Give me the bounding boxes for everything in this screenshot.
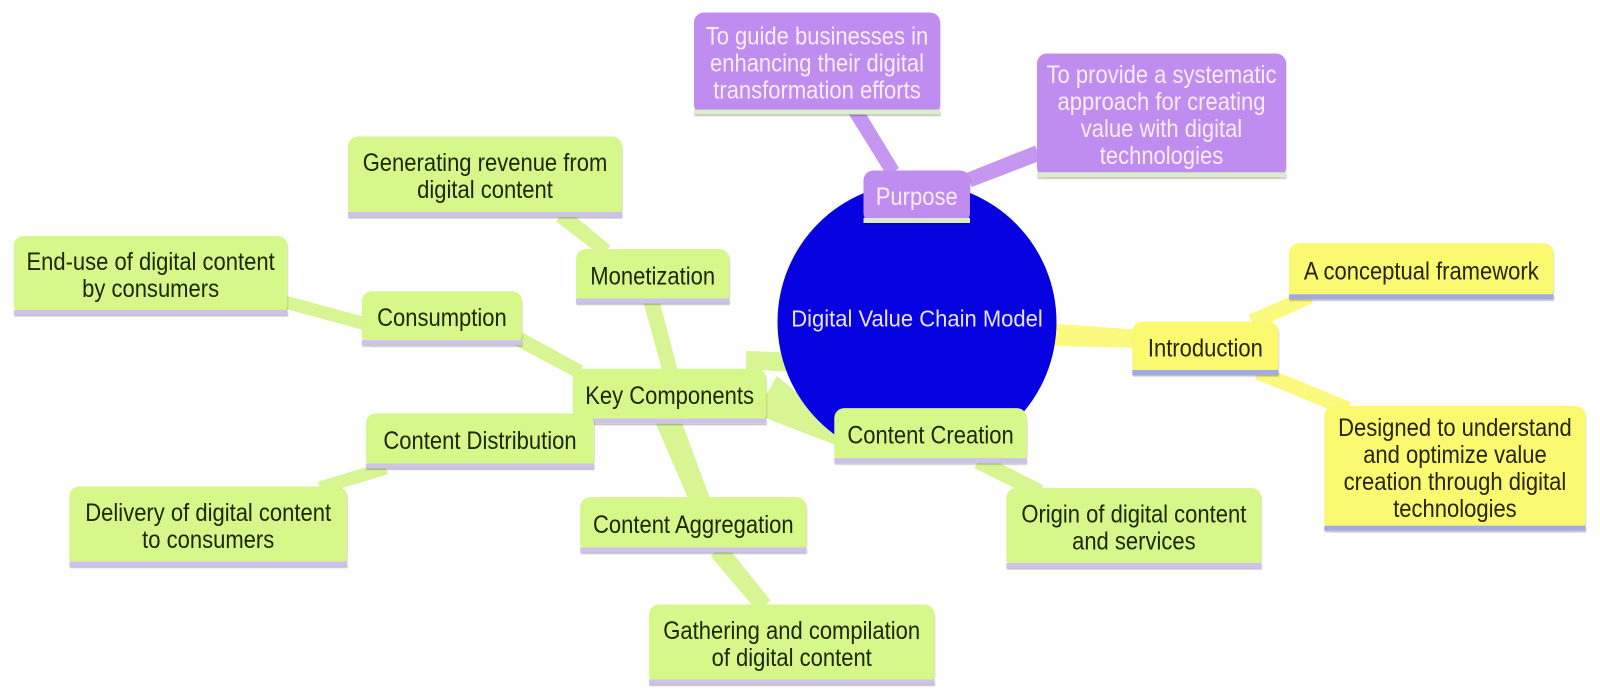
svg-text:digital content: digital content (417, 176, 553, 204)
svg-text:value with digital: value with digital (1081, 115, 1242, 143)
svg-text:Key Components: Key Components (585, 382, 754, 410)
svg-text:End-use of digital content: End-use of digital content (26, 248, 274, 276)
svg-text:approach for creating: approach for creating (1058, 88, 1266, 116)
svg-text:transformation efforts: transformation efforts (713, 77, 921, 105)
svg-text:creation through digital: creation through digital (1344, 468, 1567, 496)
svg-text:Content Aggregation: Content Aggregation (593, 511, 794, 539)
svg-text:Content Distribution: Content Distribution (383, 427, 576, 455)
svg-text:Generating revenue from: Generating revenue from (363, 149, 608, 177)
svg-text:To provide a systematic: To provide a systematic (1047, 61, 1277, 89)
svg-text:A conceptual framework: A conceptual framework (1304, 257, 1539, 285)
svg-text:Monetization: Monetization (590, 262, 715, 290)
svg-text:enhancing their digital: enhancing their digital (710, 50, 924, 78)
svg-text:Origin of digital content: Origin of digital content (1021, 501, 1246, 529)
svg-text:of digital content: of digital content (712, 644, 872, 672)
svg-text:Digital Value Chain Model: Digital Value Chain Model (791, 306, 1043, 332)
svg-text:Designed to understand: Designed to understand (1338, 414, 1572, 442)
svg-text:Introduction: Introduction (1148, 334, 1263, 362)
svg-text:To guide businesses in: To guide businesses in (706, 23, 929, 51)
svg-text:technologies: technologies (1100, 142, 1224, 170)
svg-text:Gathering and compilation: Gathering and compilation (663, 617, 920, 645)
svg-text:technologies: technologies (1393, 495, 1517, 523)
svg-text:to consumers: to consumers (142, 526, 274, 554)
svg-text:Content Creation: Content Creation (847, 422, 1013, 450)
svg-text:and optimize value: and optimize value (1363, 441, 1547, 469)
svg-text:Consumption: Consumption (377, 304, 507, 332)
svg-text:and services: and services (1072, 528, 1196, 556)
svg-text:by consumers: by consumers (82, 275, 219, 303)
svg-text:Purpose: Purpose (876, 183, 958, 211)
svg-text:Delivery of digital content: Delivery of digital content (85, 499, 331, 527)
